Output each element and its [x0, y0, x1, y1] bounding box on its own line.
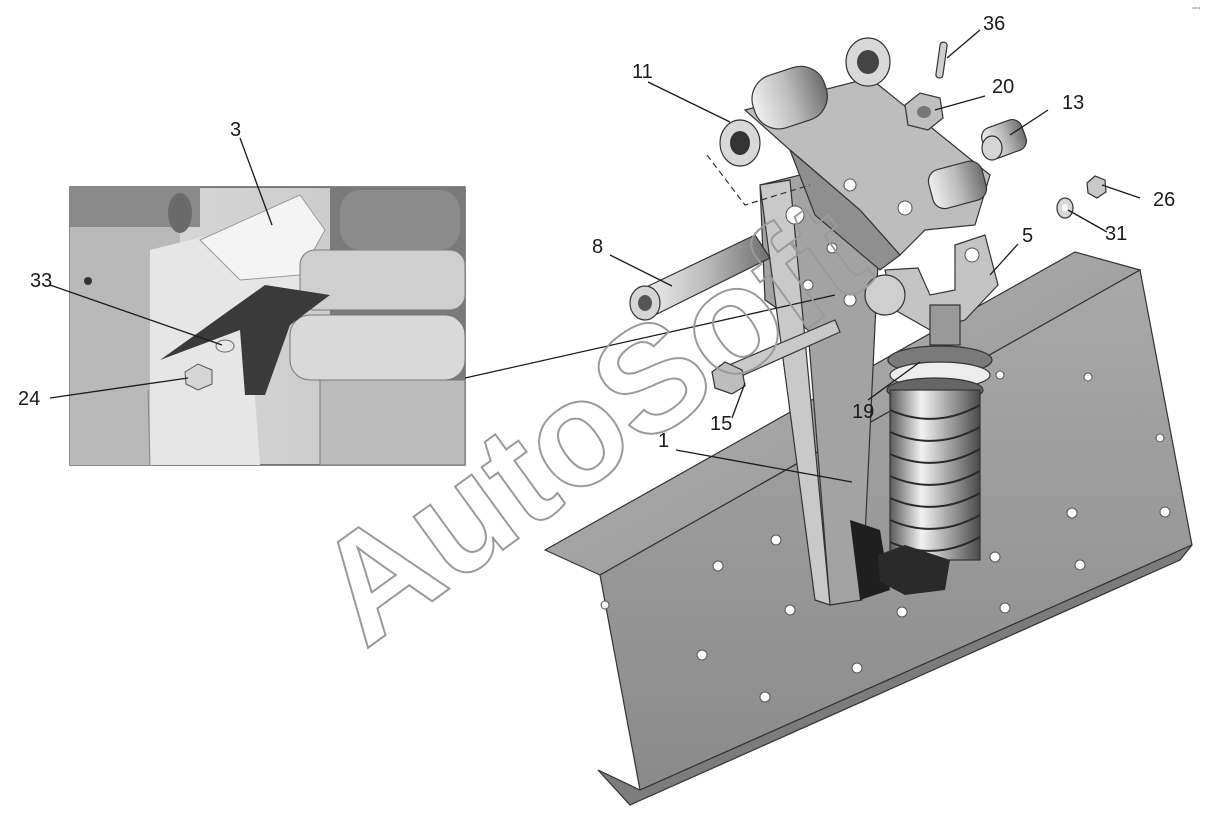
detail-inset [69, 186, 466, 466]
callout-15: 15 [710, 413, 732, 435]
callout-1: 1 [658, 430, 669, 452]
frame-rail-holes [600, 370, 1171, 703]
bolt-15 [711, 319, 841, 395]
callout-26: 26 [1153, 189, 1175, 211]
callout-33: 33 [30, 270, 52, 292]
inset-connector [464, 294, 836, 379]
upper-bracket [719, 37, 991, 271]
callout-20: 20 [992, 76, 1014, 98]
callout-13: 13 [1062, 92, 1084, 114]
callout-3: 3 [230, 119, 241, 141]
callout-36: 36 [983, 13, 1005, 35]
inset-bracket [160, 285, 330, 395]
nut-26 [1086, 175, 1107, 199]
inset-nut-24 [184, 363, 213, 391]
callout-11: 11 [632, 61, 653, 83]
support-bracket [759, 169, 890, 606]
cotter-pin-36 [935, 41, 948, 79]
callout-8: 8 [592, 236, 603, 258]
callout-labels: 36 11 20 13 3 26 31 5 8 33 24 15 19 1 [18, 13, 1175, 452]
callout-5: 5 [1022, 225, 1033, 247]
callout-24: 24 [18, 388, 40, 410]
callout-19: 19 [852, 401, 874, 423]
castle-nut-20 [904, 92, 944, 131]
frame-rail-bottom-flange [597, 544, 1193, 806]
inset-washer-33 [215, 339, 235, 353]
coil-spring [889, 404, 981, 552]
leader-lines [49, 29, 1141, 483]
bushing-housing [751, 65, 828, 130]
washer-31 [1056, 197, 1074, 219]
bushing-13 [981, 118, 1027, 161]
pin-8 [629, 234, 771, 321]
corner-mark: °°° [1192, 6, 1201, 14]
callout-31: 31 [1105, 223, 1127, 245]
shock-absorber [864, 234, 999, 595]
hidden-line [706, 154, 811, 206]
